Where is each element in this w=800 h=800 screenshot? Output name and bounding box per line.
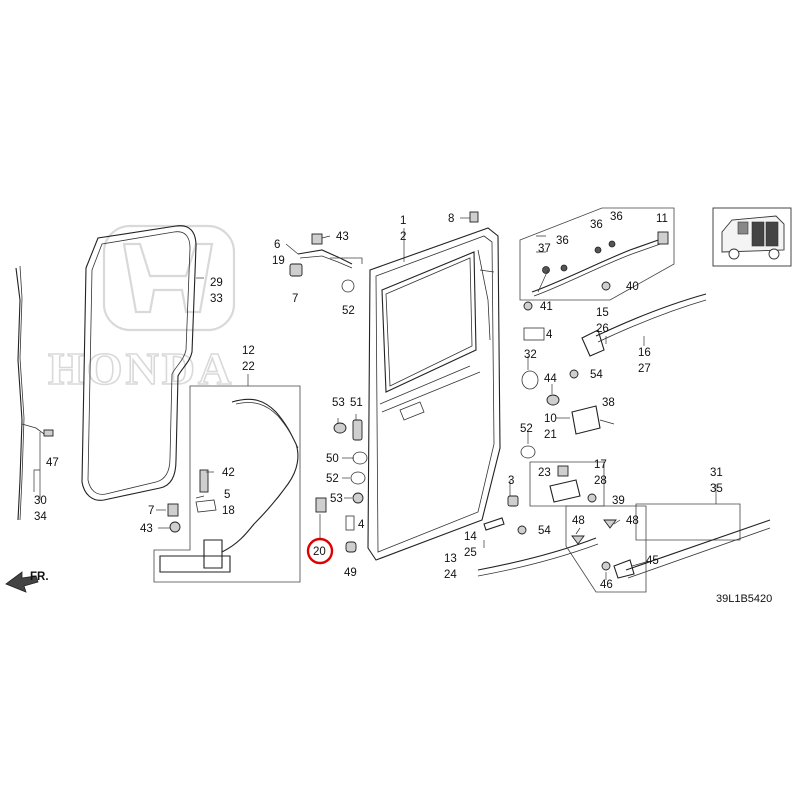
callout-42: 42: [222, 467, 235, 479]
callout-52-top: 52: [342, 305, 355, 317]
callout-48-b: 48: [626, 515, 639, 527]
callout-3: 3: [508, 475, 514, 487]
cable-assembly: [153, 385, 301, 583]
callout-11: 11: [656, 213, 668, 225]
callout-49: 49: [344, 567, 357, 579]
callout-36-c: 36: [610, 211, 623, 223]
callout-labels: 1 2 8 6 19 43 7 52 29 33 12 22 47 30 34 …: [34, 211, 772, 605]
callout-36-b: 36: [590, 219, 603, 231]
callout-4-left: 4: [358, 519, 365, 531]
callout-8: 8: [448, 213, 454, 225]
callout-21: 21: [544, 429, 557, 441]
callout-18: 18: [222, 505, 235, 517]
sliding-door-panel: [367, 227, 501, 561]
callout-43-bottom: 43: [140, 523, 153, 535]
vehicle-thumbnail: [712, 207, 792, 267]
callout-10: 10: [544, 413, 557, 425]
callout-27: 27: [638, 363, 651, 375]
door-weatherstrip: [81, 225, 197, 501]
callout-46: 46: [600, 579, 613, 591]
upper-rail-assembly: [519, 207, 675, 311]
callout-30: 30: [34, 495, 47, 507]
callout-43-top: 43: [336, 231, 349, 243]
diagram-code: 39L1B5420: [716, 593, 772, 605]
upper-link-assembly: [289, 233, 363, 293]
front-direction-arrow: FR.: [5, 571, 49, 593]
callout-22: 22: [242, 361, 255, 373]
callout-44: 44: [544, 373, 557, 385]
callout-50: 50: [326, 453, 339, 465]
lower-rail: [523, 293, 707, 379]
callout-32: 32: [524, 349, 537, 361]
callout-33: 33: [210, 293, 223, 305]
leader-lines: [156, 217, 717, 580]
callout-17: 17: [594, 459, 607, 471]
clip-assembly: [565, 505, 647, 593]
callout-54-mid: 54: [590, 369, 603, 381]
callout-25: 25: [464, 547, 477, 559]
callout-53-bottom: 53: [330, 493, 343, 505]
callout-6: 6: [274, 239, 280, 251]
callout-35: 35: [710, 483, 723, 495]
callout-28: 28: [594, 475, 607, 487]
callout-16: 16: [638, 347, 651, 359]
callout-40: 40: [626, 281, 639, 293]
callout-26: 26: [596, 323, 609, 335]
callout-20: 20: [313, 546, 326, 558]
callout-23: 23: [538, 467, 551, 479]
small-parts-column: [315, 419, 368, 553]
callout-15: 15: [596, 307, 609, 319]
callout-52-mid: 52: [326, 473, 339, 485]
callout-24: 24: [444, 569, 457, 581]
callout-4-right: 4: [546, 329, 553, 341]
callout-31: 31: [710, 467, 723, 479]
callout-48-a: 48: [572, 515, 585, 527]
callout-34: 34: [34, 511, 47, 523]
callout-41: 41: [540, 301, 553, 313]
callout-29: 29: [210, 277, 223, 289]
callout-5: 5: [224, 489, 230, 501]
callout-36-a: 36: [556, 235, 569, 247]
left-wire-harness: [15, 265, 54, 521]
door-garnish: [477, 517, 599, 577]
honda-watermark: HONDA: [47, 224, 236, 395]
part-8-clip: [469, 211, 479, 223]
callout-19: 19: [272, 255, 285, 267]
callout-7-bottom: 7: [148, 505, 154, 517]
callout-2: 2: [400, 231, 406, 243]
callout-37: 37: [538, 243, 551, 255]
callout-13: 13: [444, 553, 457, 565]
callout-7-top: 7: [292, 293, 298, 305]
callout-39: 39: [612, 495, 625, 507]
side-molding: [625, 503, 771, 579]
callout-52-right: 52: [520, 423, 533, 435]
callout-38: 38: [602, 397, 615, 409]
callout-45: 45: [646, 555, 659, 567]
callout-47: 47: [46, 457, 59, 469]
callout-1: 1: [400, 215, 406, 227]
callout-53-top: 53: [332, 397, 345, 409]
roller-assembly: [507, 370, 615, 507]
callout-14: 14: [464, 531, 477, 543]
callout-51: 51: [350, 397, 363, 409]
callout-54-bottom: 54: [538, 525, 551, 537]
callout-12: 12: [242, 345, 255, 357]
front-label: FR.: [30, 571, 49, 583]
